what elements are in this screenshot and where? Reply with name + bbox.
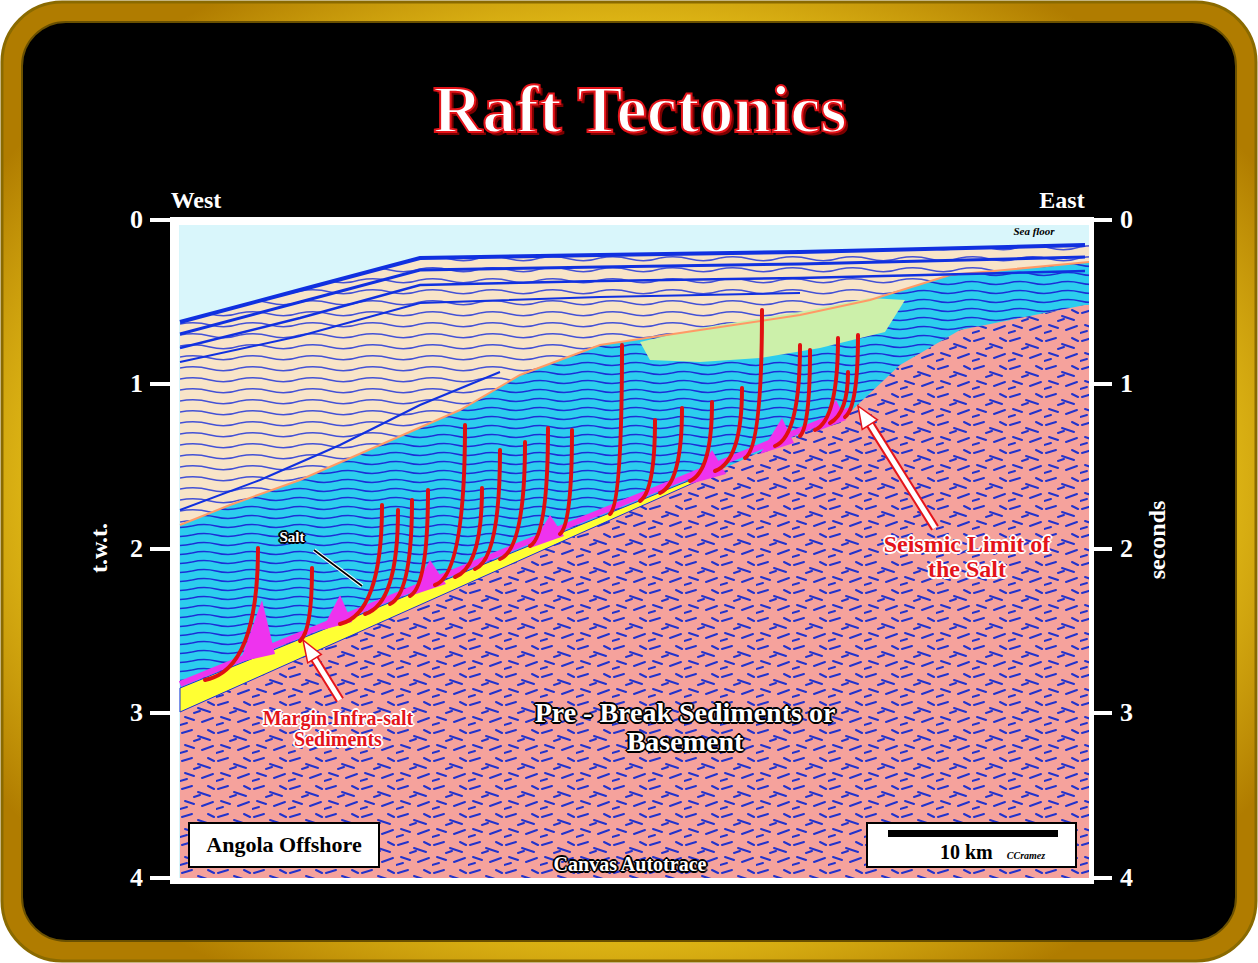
scale-bar — [888, 830, 1058, 837]
axis-number: 3 — [1120, 699, 1133, 726]
axis-number: 1 — [130, 370, 143, 397]
sea-floor-label: Sea floor — [1013, 226, 1054, 238]
listric-faults — [205, 310, 858, 680]
axis-number: 4 — [130, 864, 143, 891]
axis-number: 4 — [1120, 864, 1133, 891]
reflector — [180, 293, 800, 362]
scale-box: 10 km CCramez — [866, 822, 1077, 868]
box-text: Angola Offshore — [206, 832, 361, 858]
sediment-reflectors — [180, 245, 1089, 878]
title: Raft Tectonics — [433, 74, 847, 145]
box-text: CCramez — [1007, 850, 1045, 861]
axis-number: 0 — [130, 206, 143, 233]
axis-title: seconds — [1145, 501, 1170, 580]
unit-label: Pre - Break Sediments or Basement — [515, 698, 855, 757]
callout-label: Seismic Limit of the Salt — [882, 532, 1052, 582]
reflector — [180, 372, 500, 510]
location-box: Angola Offshore — [188, 822, 380, 868]
box-text: 10 km — [940, 841, 993, 864]
seismic-limit-arrow — [858, 406, 935, 528]
axis-number: 1 — [1120, 370, 1133, 397]
axis-number: 2 — [1120, 535, 1133, 562]
basement — [180, 305, 1089, 878]
axis-number: 2 — [130, 535, 143, 562]
salt-label: Salt — [279, 530, 304, 546]
black-panel — [22, 22, 1236, 941]
axis-number: 3 — [130, 699, 143, 726]
direction-label: East — [1039, 188, 1084, 213]
software-note: Canvas Autotrace — [554, 854, 707, 875]
post-salt-sediments — [180, 245, 1089, 878]
salt-leader — [314, 550, 362, 586]
green-layer — [640, 298, 905, 362]
infra-salt-sediments — [180, 468, 720, 712]
basement-texture — [180, 305, 1089, 878]
sea-floor — [180, 245, 1085, 322]
direction-label: West — [171, 188, 222, 213]
axis-number: 0 — [1120, 206, 1133, 233]
plot-frame — [170, 217, 1094, 884]
infra-salt-arrow — [303, 640, 340, 700]
callout-label: Margin Infra-salt Sediments — [241, 708, 436, 750]
axis-ticks — [150, 220, 1112, 878]
axis-title: t.w.t. — [87, 523, 112, 573]
